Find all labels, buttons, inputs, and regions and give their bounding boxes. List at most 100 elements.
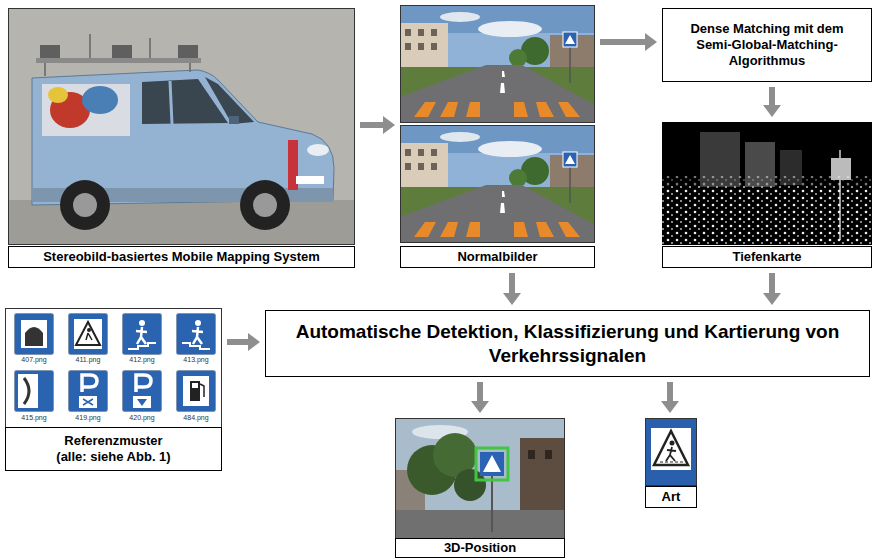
position-photo-part <box>480 452 504 476</box>
van-photo-part <box>60 180 110 230</box>
reference-signs-part-part <box>183 376 209 406</box>
depth-map-part <box>662 122 872 245</box>
position-photo-part <box>520 438 565 513</box>
reference-signs-part-part <box>24 378 29 404</box>
position-photo-part <box>491 475 493 532</box>
caption-bar: 3D-Position <box>395 538 565 558</box>
van-photo-part <box>178 45 198 58</box>
image-panel: Referenzmuster (alle: siehe Abb. 1) <box>5 308 222 471</box>
arrow-shaft <box>667 382 673 402</box>
arrow-head <box>248 333 260 351</box>
flow-arrow <box>661 382 679 413</box>
van-photo-part <box>253 193 277 217</box>
arrow-head <box>383 116 395 134</box>
box-text: Dense Matching mit dem Semi-Global-Match… <box>678 21 856 70</box>
depth-map-part <box>662 176 872 188</box>
van-photo-part <box>149 38 151 58</box>
van-photo-part <box>40 45 60 58</box>
file-name-label: 413.png <box>170 355 222 364</box>
flow-arrow <box>763 87 781 117</box>
caption-text: Stereobild-basiertes Mobile Mapping Syst… <box>43 249 320 265</box>
process-box: Automatische Detektion, Klassifizierung … <box>265 310 870 377</box>
van-photo-part <box>42 84 130 136</box>
van-photo-part <box>82 86 118 114</box>
van-photo-part <box>189 63 191 72</box>
file-name-label: 420.png <box>116 413 168 422</box>
reference-signs-part-part <box>128 343 156 349</box>
image-panel: 3D-Position <box>395 418 565 558</box>
position-photo-part <box>396 419 565 540</box>
file-name-label: 411.png <box>62 355 114 364</box>
arrow-head <box>763 293 781 305</box>
reference-signs-part-part <box>82 375 97 392</box>
reference-signs-part-part <box>18 374 38 408</box>
van-photo-part <box>36 58 201 63</box>
reference-signs-part-part <box>86 333 92 340</box>
reference-signs-part-part <box>200 384 204 397</box>
reference-signs-part-part <box>83 399 93 405</box>
van-photo-part <box>9 9 355 245</box>
file-name-label: 484.png <box>170 413 222 422</box>
caption-bar: Art <box>645 486 697 508</box>
stereo-images-part <box>400 125 595 243</box>
sign-type-icon-part <box>651 428 691 470</box>
reference-signs-part <box>123 371 162 412</box>
reference-signs-part-part <box>15 371 54 412</box>
reference-signs-part-part <box>136 375 151 392</box>
flow-arrow <box>471 382 489 413</box>
arrow-head <box>471 401 489 413</box>
reference-signs-part-part <box>137 399 147 406</box>
caption-bar: Tiefenkarte <box>662 246 872 268</box>
reference-signs-part-part <box>139 320 145 326</box>
depth-map <box>662 122 872 245</box>
reference-signs-part-part <box>123 371 162 412</box>
flow-arrow <box>763 273 781 305</box>
van-photo-part <box>229 116 239 124</box>
reference-signs-part-part <box>177 314 216 355</box>
arrow-shaft <box>477 382 483 402</box>
position-photo-part <box>545 450 552 459</box>
stereo-images-part <box>401 126 595 243</box>
arrow-shaft <box>227 339 249 345</box>
van-photo-part <box>73 193 97 217</box>
sign-type-icon-part <box>660 462 684 463</box>
arrow-head <box>763 105 781 117</box>
van-photo-part <box>44 63 46 76</box>
flow-arrow <box>227 333 260 351</box>
image-panel: Normalbilder <box>400 5 595 268</box>
image-panel: Stereobild-basiertes Mobile Mapping Syst… <box>8 8 355 268</box>
stereo-images-part <box>401 6 595 123</box>
reference-signs <box>5 308 222 471</box>
image-panel: Tiefenkarte <box>662 122 872 268</box>
reference-signs-part-part <box>69 371 108 412</box>
reference-signs-part-part <box>136 327 147 344</box>
van-photo-part <box>170 81 172 124</box>
position-photo <box>395 418 565 540</box>
reference-signs-part-part <box>177 371 216 412</box>
arrow-shaft <box>509 273 515 294</box>
arrow-head <box>503 293 521 305</box>
caption-bar: Stereobild-basiertes Mobile Mapping Syst… <box>8 246 355 268</box>
process-box: Dense Matching mit dem Semi-Global-Match… <box>662 8 872 82</box>
sign-type-icon-part <box>646 419 697 486</box>
flow-arrow <box>600 33 657 51</box>
caption-bar: Normalbilder <box>400 246 595 268</box>
reference-signs-part-part <box>76 322 100 345</box>
file-name-label: 412.png <box>116 355 168 364</box>
sign-type-icon-part <box>654 431 688 465</box>
caption-text: Referenzmuster (alle: siehe Abb. 1) <box>29 433 199 465</box>
reference-signs-part-part <box>25 327 43 346</box>
van-photo-part <box>89 34 91 58</box>
arrow-shaft <box>769 273 775 294</box>
van-photo-part <box>142 79 228 124</box>
flow-arrow <box>503 273 521 305</box>
reference-signs-part-part <box>190 381 200 401</box>
reference-signs-part-part <box>192 327 203 344</box>
reference-signs-part-part <box>74 319 102 349</box>
reference-signs-part-part <box>133 396 151 408</box>
depth-map-part <box>662 185 872 245</box>
reference-signs-part <box>5 308 222 471</box>
van-photo-part <box>307 144 329 156</box>
